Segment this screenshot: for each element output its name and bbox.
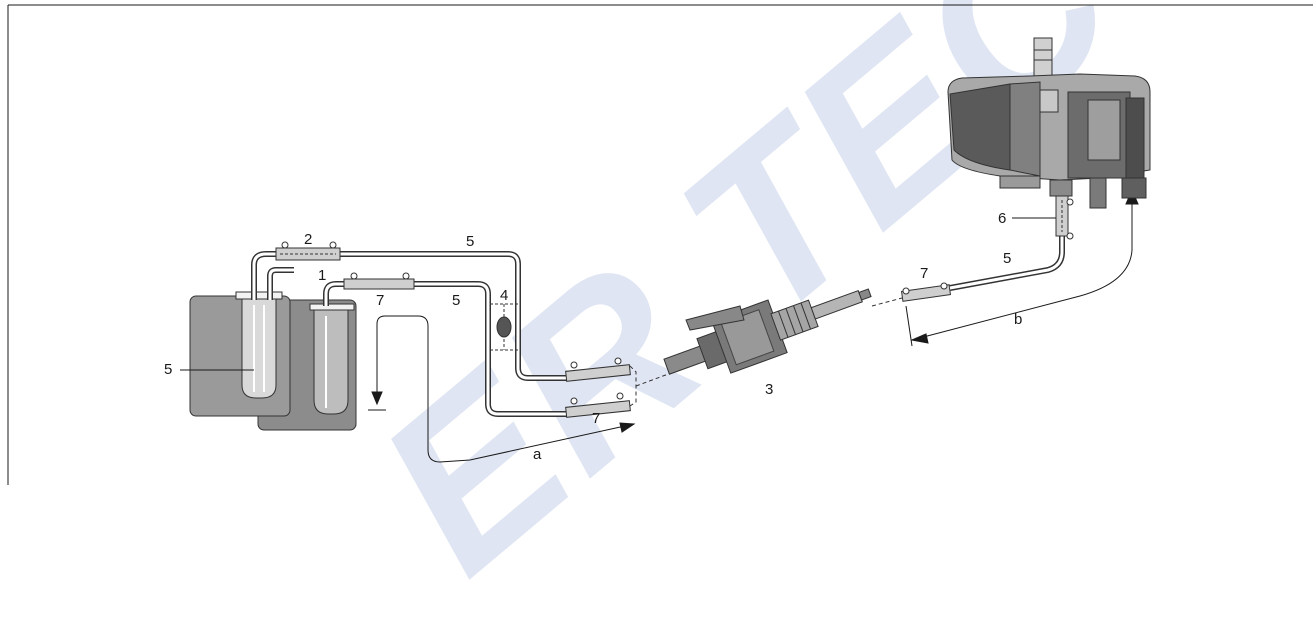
tank-pickup-right bbox=[309, 303, 355, 415]
dashed-link-right bbox=[871, 297, 903, 307]
label-5-right: 5 bbox=[1003, 250, 1012, 267]
connector-upper-right bbox=[565, 357, 631, 382]
connector-7-left bbox=[343, 272, 415, 290]
label-3: 3 bbox=[765, 381, 774, 398]
label-4: 4 bbox=[500, 287, 509, 304]
pump-mount-bracket bbox=[685, 305, 745, 331]
label-5-top: 5 bbox=[466, 233, 475, 250]
frame bbox=[7, 4, 1313, 485]
tank-pickup-left bbox=[235, 291, 283, 399]
label-7-right: 7 bbox=[920, 265, 929, 282]
dashed-link bbox=[629, 365, 691, 407]
label-5-tank: 5 bbox=[164, 361, 173, 378]
fuel-system-diagram bbox=[7, 4, 1313, 485]
fuel-line-return-stub bbox=[267, 267, 294, 300]
fuel-line-right bbox=[949, 230, 1065, 291]
connector-6 bbox=[1055, 195, 1074, 240]
label-a: a bbox=[533, 446, 542, 463]
dimension-a bbox=[368, 315, 636, 463]
fuel-line-upper bbox=[251, 251, 568, 381]
connector-7-right bbox=[900, 282, 952, 302]
leader-lines bbox=[180, 217, 1056, 371]
fuel-line-lower bbox=[323, 281, 570, 417]
heater-unit bbox=[947, 37, 1151, 209]
label-7-bottom: 7 bbox=[592, 410, 601, 427]
label-7-left: 7 bbox=[376, 292, 385, 309]
connector-2 bbox=[275, 241, 341, 261]
fuel-pump-3 bbox=[663, 288, 872, 375]
label-5-mid: 5 bbox=[452, 292, 461, 309]
label-1: 1 bbox=[318, 267, 327, 284]
label-2: 2 bbox=[304, 231, 313, 248]
label-6: 6 bbox=[998, 210, 1007, 227]
label-b: b bbox=[1014, 311, 1023, 328]
fuel-filter-4 bbox=[490, 303, 518, 351]
